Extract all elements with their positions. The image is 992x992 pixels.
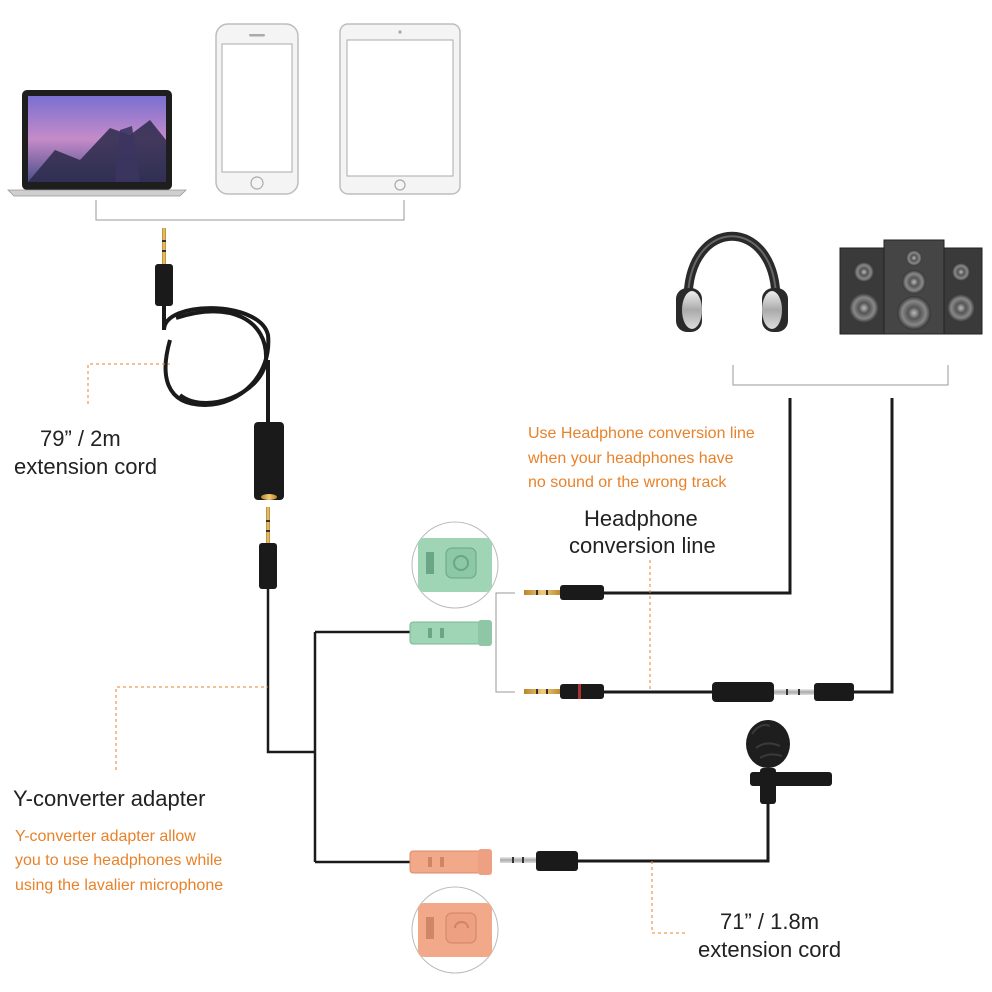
headphone-tip-line2: when your headphones have — [528, 450, 734, 467]
laptop-icon — [7, 90, 187, 197]
green-jack-closeup — [411, 521, 499, 609]
extension-cord-2m — [155, 228, 284, 500]
extension-18m-length: 71” / 1.8m — [720, 909, 820, 934]
y-converter-desc-line3: using the lavalier microphone — [15, 877, 224, 894]
extension-18m-label: extension cord — [698, 937, 842, 962]
headphone-title-line2: conversion line — [569, 533, 716, 558]
lavalier-microphone — [500, 720, 832, 871]
extension-2m-label: extension cord — [14, 454, 158, 479]
extension-2m-length: 79” / 2m — [40, 426, 121, 451]
tablet-icon — [339, 23, 461, 195]
y-converter-desc-line1: Y-converter adapter allow — [15, 828, 196, 845]
headphone-conversion-line — [495, 398, 894, 702]
pink-jack-closeup — [411, 886, 499, 974]
headphone-title-line1: Headphone — [584, 506, 698, 531]
headphones-icon — [676, 231, 788, 332]
y-converter-title: Y-converter adapter — [13, 786, 206, 811]
smartphone-icon — [215, 23, 299, 195]
y-converter-desc-line2: you to use headphones while — [15, 852, 223, 869]
y-converter-adapter — [259, 507, 492, 875]
headphone-tip-line1: Use Headphone conversion line — [528, 425, 755, 442]
headphone-tip-line3: no sound or the wrong track — [528, 474, 727, 491]
speakers-icon — [839, 239, 983, 335]
